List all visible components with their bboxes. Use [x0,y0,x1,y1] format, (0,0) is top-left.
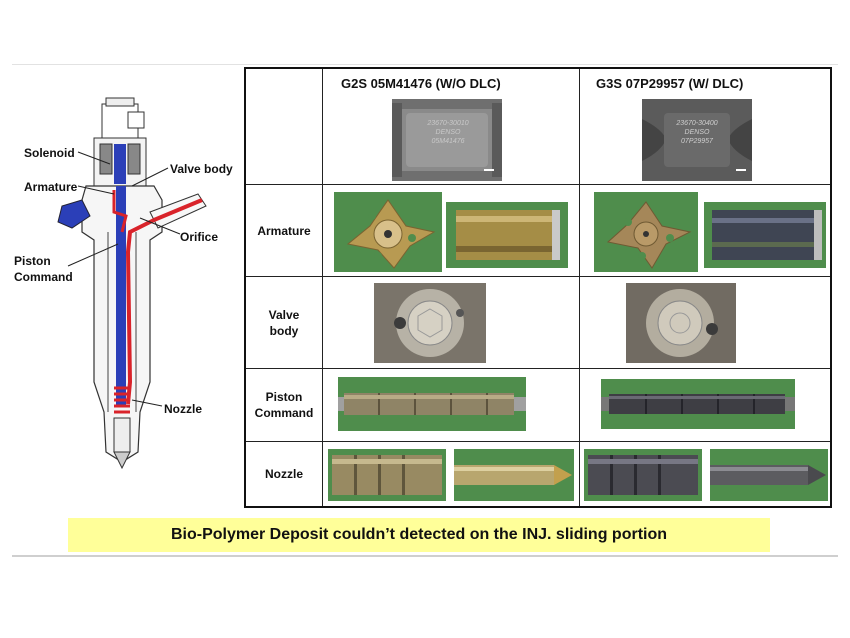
conclusion-banner: Bio-Polymer Deposit couldn’t detected on… [68,518,770,552]
g2s-armature-shaft-photo [446,202,568,268]
g3s-piston-photo [601,379,795,429]
marking-line: DENSO [684,129,710,136]
marking-line: 05M41476 [431,138,465,145]
g2s-nozzle-needle-photo [454,449,574,501]
table-divider [246,184,830,185]
label-valve-body: Valve body [170,162,233,176]
column-header-g3s: G3S 07P29957 (W/ DLC) [596,76,744,91]
row-label-armature: Armature [246,185,322,276]
bottom-divider [12,555,838,557]
label-solenoid: Solenoid [24,146,75,160]
comparison-table: G2S 05M41476 (W/O DLC) G3S 07P29957 (W/ … [244,67,832,508]
g2s-valve-body-photo [374,283,486,363]
table-divider [322,69,323,506]
marking-line: 07P29957 [681,138,713,145]
g3s-body-photo [642,99,752,181]
label-armature: Armature [24,180,78,194]
label-command: Command [14,270,73,284]
g3s-nozzle-needle-photo [710,449,828,501]
g3s-part-marking: 23670-30400 DENSO 07P29957 [662,119,732,146]
g2s-part-marking: 23670-30010 DENSO 05M41476 [408,119,488,146]
g3s-nozzle-body-photo [584,449,702,501]
label-piston: Piston [14,254,51,268]
row-label-text: Command [254,406,314,420]
g3s-armature-shaft-photo [704,202,826,268]
g2s-body-photo [392,99,502,181]
label-orifice: Orifice [180,230,219,244]
injector-cross-section-drawing [57,97,207,470]
marking-line: 23670-30010 [427,120,469,127]
row-label-nozzle: Nozzle [246,442,322,506]
row-label-text: Piston [265,390,303,404]
row-label-text: body [269,323,299,338]
g2s-nozzle-body-photo [328,449,446,501]
row-label-text: Valve [268,307,300,322]
g2s-armature-disc-photo [334,192,442,272]
row-label-text: Nozzle [264,467,303,481]
label-nozzle: Nozzle [164,402,203,416]
row-label-valve-body: Valve body [246,277,322,368]
column-header-g2s: G2S 05M41476 (W/O DLC) [341,76,501,91]
top-divider [12,64,838,65]
table-divider [246,276,830,277]
marking-line: DENSO [435,129,461,136]
injector-diagram: Solenoid Armature Valve body Orifice Pis… [10,82,240,482]
row-label-piston-command: Piston Command [246,369,322,441]
row-label-text: Armature [257,223,311,238]
marking-line: 23670-30400 [676,120,718,127]
g3s-armature-disc-photo [594,192,698,272]
table-divider [246,441,830,442]
g3s-valve-body-photo [626,283,736,363]
table-divider [246,368,830,369]
table-divider [579,69,580,506]
g2s-piston-photo [338,377,526,431]
